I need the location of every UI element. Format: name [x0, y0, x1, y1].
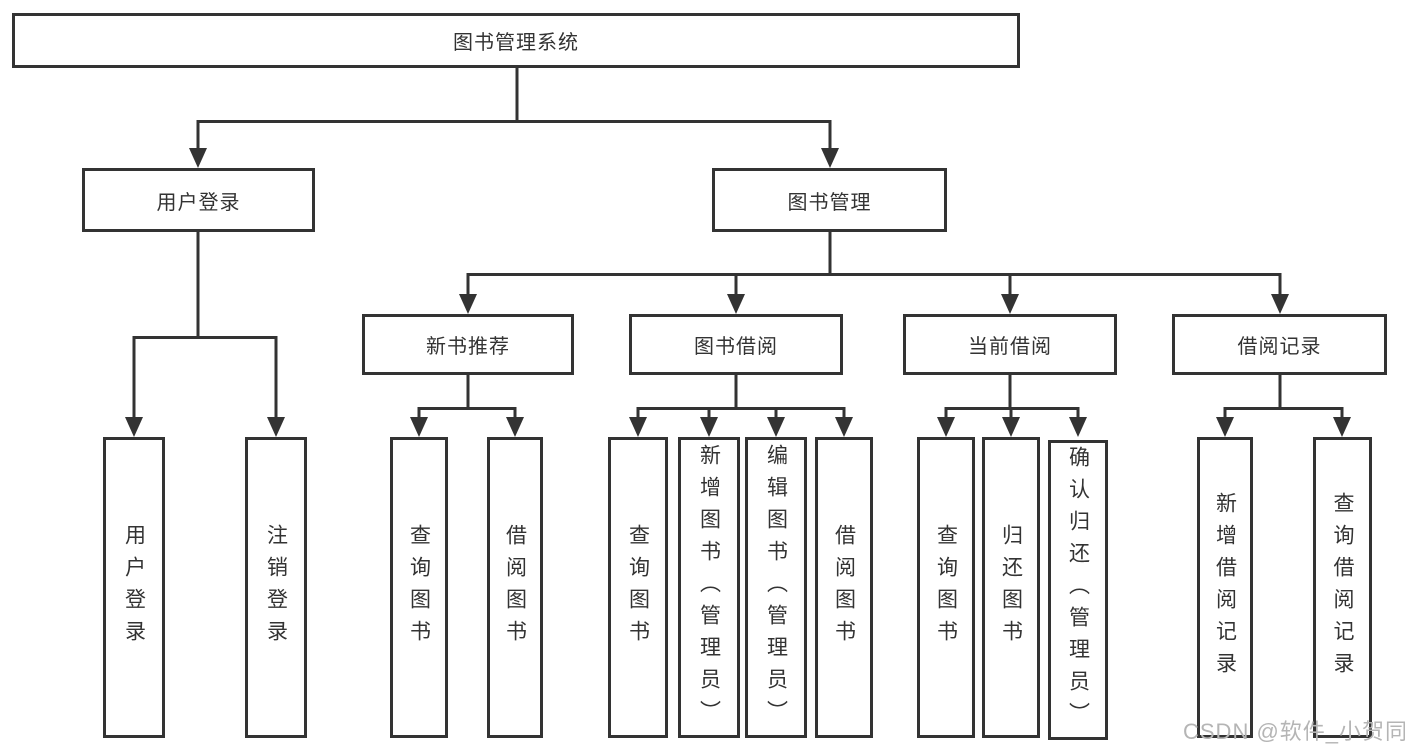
node-library-system: 图书管理系统: [12, 13, 1020, 68]
leaf-label: 归还图书: [999, 523, 1023, 652]
node-label: 借阅记录: [1237, 336, 1322, 358]
node-label: 新书推荐: [426, 336, 510, 358]
leaf-br-query-record: 查询借阅记录: [1313, 437, 1372, 738]
leaf-nb-query-books: 查询图书: [390, 437, 448, 738]
arrow-down-icon: [1069, 417, 1087, 437]
leaf-br-add-record: 新增借阅记录: [1197, 437, 1253, 738]
arrow-down-icon: [1001, 294, 1019, 314]
arrow-down-icon: [1002, 417, 1020, 437]
arrow-down-icon: [767, 417, 785, 437]
arrow-down-icon: [459, 294, 477, 314]
connector-line: [466, 232, 1282, 296]
leaf-label: 注销登录: [264, 523, 288, 652]
leaf-label: 新增图书（管理员）: [697, 443, 721, 732]
connector-line: [1223, 375, 1344, 419]
node-label: 图书管理系统: [453, 32, 579, 54]
leaf-label: 借阅图书: [503, 523, 527, 652]
leaf-label: 查询图书: [626, 523, 650, 652]
arrow-down-icon: [821, 148, 839, 168]
node-label: 图书管理: [787, 191, 872, 214]
arrow-down-icon: [1333, 417, 1351, 437]
arrow-down-icon: [1216, 417, 1234, 437]
connector-line: [196, 66, 832, 150]
leaf-nb-borrow-books: 借阅图书: [487, 437, 543, 738]
leaf-label: 编辑图书（管理员）: [764, 443, 788, 732]
leaf-cb-return-books: 归还图书: [982, 437, 1040, 738]
arrow-down-icon: [189, 148, 207, 168]
leaf-user-login: 用户登录: [103, 437, 165, 738]
leaf-label: 查询借阅记录: [1331, 491, 1354, 684]
node-label: 图书借阅: [694, 336, 778, 358]
leaf-bb-edit-books-admin: 编辑图书（管理员）: [745, 437, 807, 738]
leaf-logout: 注销登录: [245, 437, 307, 738]
leaf-label: 确认归还（管理员）: [1066, 446, 1090, 734]
leaf-bb-add-books-admin: 新增图书（管理员）: [678, 437, 740, 738]
arrow-down-icon: [410, 417, 428, 437]
leaf-label: 新增借阅记录: [1213, 491, 1237, 684]
arrow-down-icon: [1271, 294, 1289, 314]
node-book-management: 图书管理: [712, 168, 947, 232]
arrow-down-icon: [267, 417, 285, 437]
leaf-label: 查询图书: [934, 523, 958, 652]
arrow-down-icon: [727, 294, 745, 314]
node-user-login: 用户登录: [82, 168, 315, 232]
arrow-down-icon: [125, 417, 143, 437]
connector-line: [417, 375, 517, 419]
leaf-bb-query-books: 查询图书: [608, 437, 668, 738]
node-label: 当前借阅: [968, 336, 1052, 358]
arrow-down-icon: [937, 417, 955, 437]
node-label: 用户登录: [156, 191, 241, 214]
arrow-down-icon: [506, 417, 524, 437]
arrow-down-icon: [835, 417, 853, 437]
node-current-borrowing: 当前借阅: [903, 314, 1117, 375]
watermark: CSDN @软件_小贺同学: [1183, 719, 1405, 744]
leaf-cb-confirm-return-admin: 确认归还（管理员）: [1048, 440, 1108, 740]
arrow-down-icon: [629, 417, 647, 437]
leaf-label: 借阅图书: [832, 523, 856, 652]
connector-line: [944, 375, 1080, 419]
connector-line: [636, 375, 846, 419]
leaf-bb-borrow-books: 借阅图书: [815, 437, 873, 738]
node-book-borrowing: 图书借阅: [629, 314, 843, 375]
arrow-down-icon: [700, 417, 718, 437]
leaf-label: 用户登录: [122, 523, 146, 652]
connector-line: [132, 232, 278, 419]
leaf-label: 查询图书: [407, 523, 431, 652]
node-borrowing-records: 借阅记录: [1172, 314, 1387, 375]
leaf-cb-query-books: 查询图书: [917, 437, 975, 738]
node-new-book-recommendation: 新书推荐: [362, 314, 574, 375]
